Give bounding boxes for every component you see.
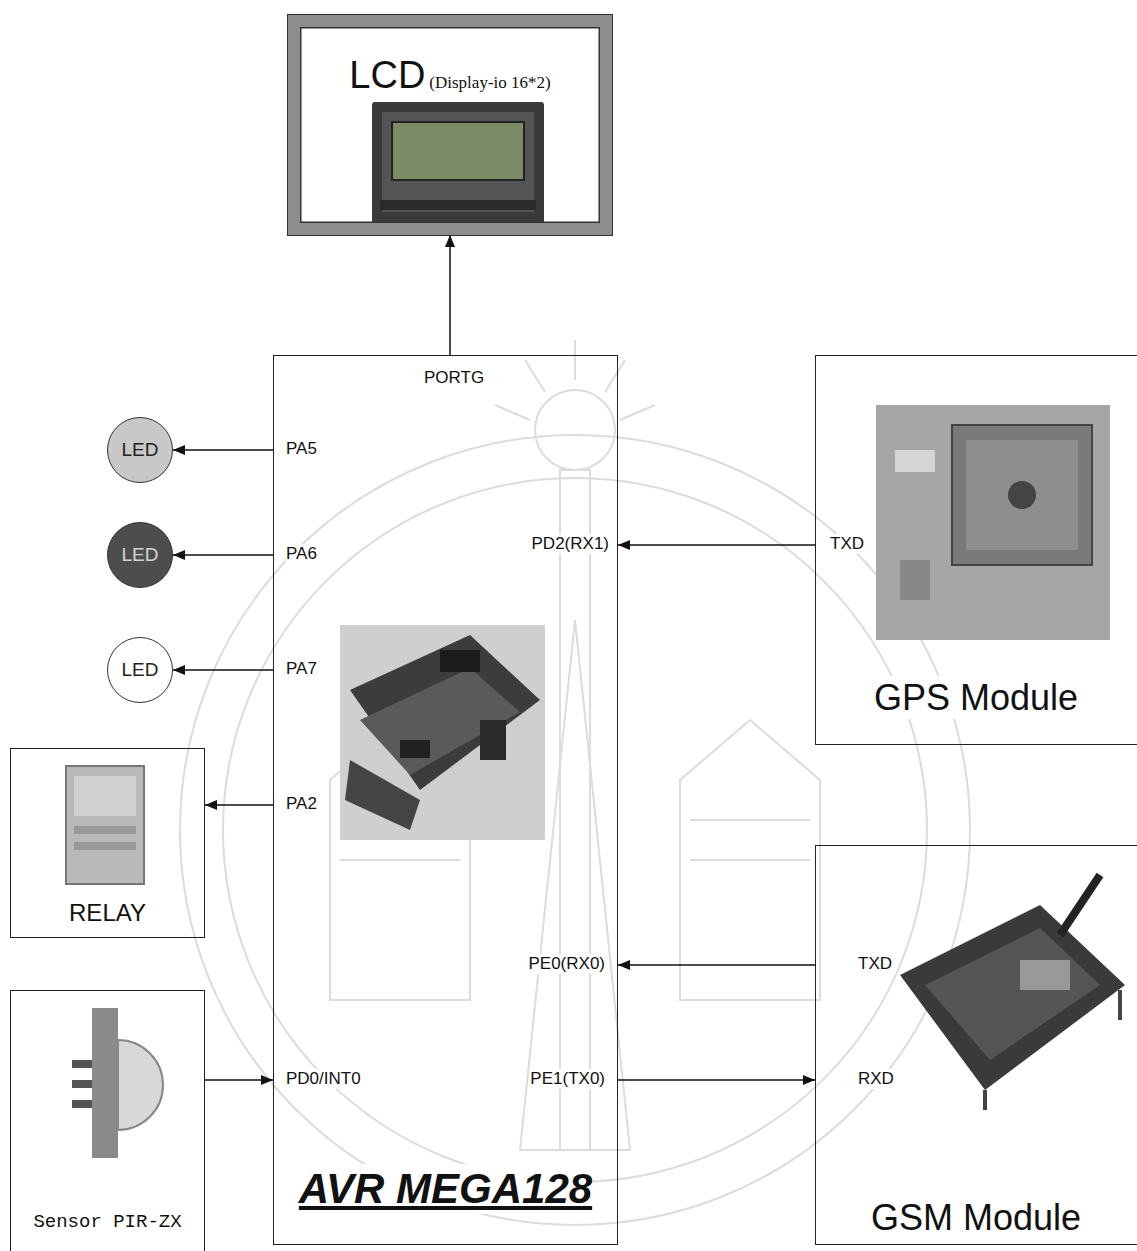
- pin-label: RXD: [858, 1069, 894, 1089]
- led-label: LED: [122, 659, 159, 682]
- pir-sensor-photo: [118, 1040, 163, 1130]
- gsm-photo: [925, 928, 1100, 1060]
- avr-board-photo: [400, 740, 430, 758]
- avr-board-photo: [360, 668, 520, 775]
- signal-arrow: [205, 804, 273, 806]
- signal-arrow: [618, 1079, 815, 1081]
- signal-arrow: [449, 235, 451, 355]
- relay-photo: [66, 766, 144, 884]
- led-circle: LED: [107, 522, 173, 588]
- title-line: LCD(Display-io 16*2): [300, 53, 600, 99]
- pin-label: PA7: [286, 659, 317, 679]
- pir-sensor-photo: [72, 1060, 92, 1068]
- module-subtitle: (Display-io 16*2): [429, 73, 550, 92]
- gsm-photo: [983, 1090, 987, 1110]
- lcd-photo: [392, 122, 524, 180]
- watermark-seal: [495, 340, 655, 420]
- pin-label: PD0/INT0: [286, 1069, 361, 1089]
- gps-photo: [900, 560, 930, 600]
- avr-board-photo: [345, 760, 420, 830]
- signal-arrow: [618, 964, 815, 966]
- relay-photo: [74, 842, 136, 850]
- lcd-box: LCD(Display-io 16*2): [288, 15, 612, 235]
- led-label: LED: [122, 439, 159, 462]
- gps-photo: [876, 405, 1110, 640]
- gsm-photo: [1060, 875, 1100, 935]
- watermark-seal: [560, 470, 590, 1150]
- led-label: LED: [122, 544, 159, 567]
- pin-label: TXD: [858, 954, 892, 974]
- lcd-photo: [372, 102, 544, 224]
- pir-sensor-photo: [72, 1008, 163, 1158]
- watermark-seal: [180, 435, 970, 1225]
- gsm-photo: [1020, 960, 1070, 990]
- pin-label: PD2(RX1): [532, 534, 609, 554]
- pin-label: PA2: [286, 794, 317, 814]
- relay-photo: [74, 826, 136, 834]
- relay-photo: [74, 776, 136, 816]
- gps-photo: [876, 405, 1110, 640]
- pir-sensor-photo: [92, 1008, 118, 1158]
- pin-label: PE0(RX0): [528, 954, 605, 974]
- led-circle: LED: [107, 417, 173, 483]
- mcu-title: AVR MEGA128: [299, 1164, 592, 1214]
- gps-photo: [1008, 481, 1036, 509]
- watermark-seal: [535, 390, 615, 470]
- gps-photo: [952, 425, 1092, 565]
- avr-board-photo: [340, 625, 545, 840]
- sensor-box: Sensor PIR-ZX: [10, 990, 205, 1251]
- signal-arrow: [173, 449, 273, 451]
- gsm-box: TXD RXD GSM Module: [815, 845, 1137, 1245]
- avr-board-photo: [340, 625, 545, 840]
- module-title: LCD: [349, 54, 425, 96]
- pin-label: PA6: [286, 544, 317, 564]
- signal-arrow: [618, 544, 815, 546]
- relay-box: RELAY: [10, 748, 205, 938]
- module-title: GPS Module: [874, 676, 1078, 719]
- avr-board-photo: [440, 650, 480, 672]
- watermark-seal: [223, 478, 927, 1182]
- lcd-photo: [382, 112, 534, 212]
- avr-board-photo: [350, 635, 540, 790]
- watermark-seal: [180, 340, 970, 1225]
- mcu-box: PORTG PA5PA6 PD2(RX1) PA7PA2PE0(RX0) PD0/INT…: [273, 355, 618, 1245]
- module-title: GSM Module: [871, 1196, 1081, 1239]
- relay-photo: [66, 766, 144, 884]
- gsm-photo: [900, 875, 1125, 1110]
- led-circle: LED: [107, 637, 173, 703]
- signal-arrow: [173, 669, 273, 671]
- signal-arrow: [173, 554, 273, 556]
- gsm-photo: [900, 905, 1125, 1090]
- avr-board-photo: [480, 720, 506, 760]
- gps-photo: [966, 440, 1078, 550]
- pin-label: PORTG: [424, 368, 484, 388]
- gps-photo: [895, 450, 935, 472]
- lcd-photo: [380, 200, 536, 210]
- gsm-photo: [1118, 990, 1122, 1020]
- pin-label: PE1(TX0): [530, 1069, 605, 1089]
- signal-arrow: [205, 1079, 273, 1081]
- module-title: Sensor PIR-ZX: [33, 1211, 181, 1234]
- pin-label: PA5: [286, 439, 317, 459]
- lcd-photo: [372, 102, 544, 224]
- gps-box: TXD GPS Module: [815, 355, 1137, 745]
- module-title: RELAY: [69, 899, 146, 928]
- pir-sensor-photo: [72, 1100, 92, 1108]
- pin-label: TXD: [830, 534, 864, 554]
- pir-sensor-photo: [72, 1080, 92, 1088]
